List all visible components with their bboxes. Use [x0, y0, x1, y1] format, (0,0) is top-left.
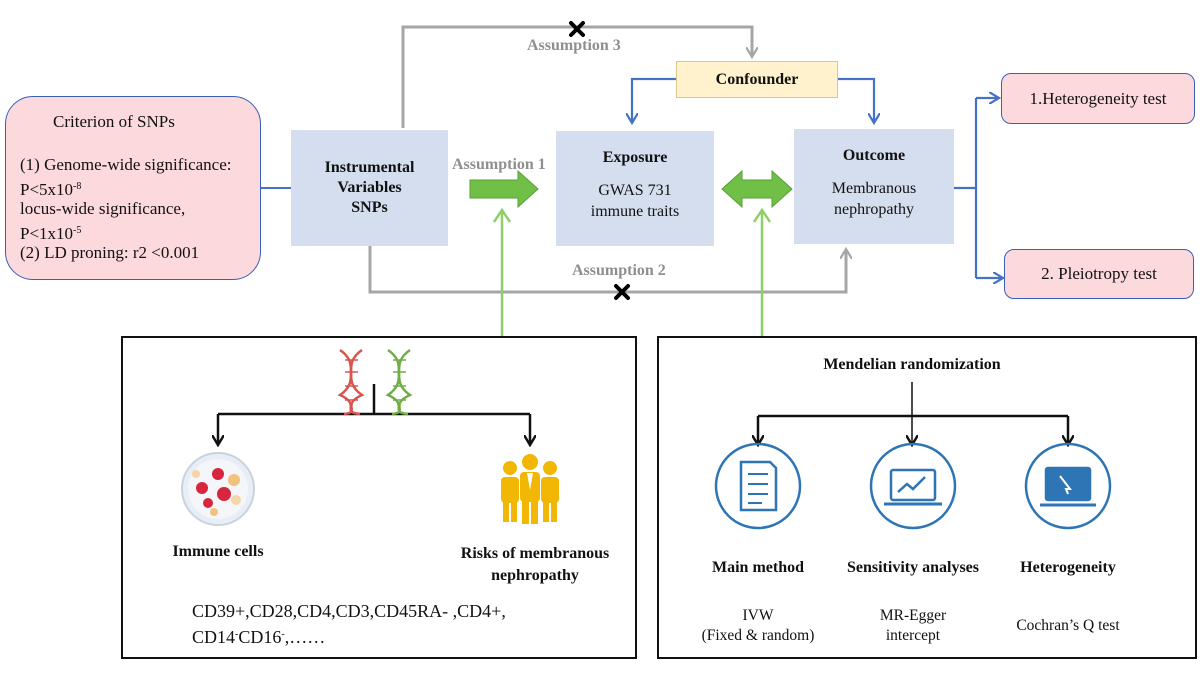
cochran-text: Cochran’s Q test	[1016, 617, 1120, 634]
exposure-title: Exposure	[602, 149, 668, 166]
exposure-line2: immune traits	[590, 203, 680, 220]
criterion-line3: locus-wide significance,	[20, 199, 186, 218]
cd-markers-text: CD39+,CD28,CD4,CD3,CD45RA- ,CD4+, CD14-C…	[192, 601, 506, 647]
assumption2-path	[368, 246, 846, 294]
outcome-box: Outcome Membranous nephropathy	[794, 129, 954, 244]
exposure-line1: GWAS 731	[598, 182, 672, 199]
cross-mark-icon	[614, 284, 630, 300]
heterogeneity-test-box: 1.Heterogeneity test	[1001, 73, 1195, 124]
criterion-title: Criterion of SNPs	[53, 112, 175, 131]
outcome-title: Outcome	[842, 147, 906, 164]
cross-mark-icon	[569, 21, 585, 37]
assumption3-label: Assumption 3	[527, 37, 621, 54]
confounder-to-outcome	[838, 77, 874, 122]
iv-line3: SNPs	[351, 199, 388, 216]
confounder-box: Confounder	[676, 61, 838, 98]
outcome-to-tests	[954, 98, 978, 278]
confounder-label: Confounder	[715, 70, 799, 88]
egger-text: MR-Egger intercept	[879, 607, 947, 644]
exposure-box: Exposure GWAS 731 immune traits	[556, 131, 714, 246]
risks-label: Risks of membranous nephropathy	[460, 545, 610, 584]
mr-panel	[657, 336, 1197, 659]
main-method-label: Main method	[712, 559, 804, 576]
iv-line1: Instrumental	[324, 159, 415, 176]
pleiotropy-test-box: 2. Pleiotropy test	[1004, 249, 1194, 299]
dna-icon	[385, 348, 413, 416]
pleiotropy-test-label: 2. Pleiotropy test	[1041, 264, 1157, 283]
mr-title: Mendelian randomization	[823, 356, 1001, 373]
criterion-line1: (1) Genome-wide significance:	[20, 155, 232, 174]
exposure-outcome-double-arrow	[721, 169, 793, 209]
criterion-line4: P<1x10-5	[20, 224, 82, 243]
ivw-text: IVW (Fixed & random)	[701, 607, 815, 644]
assumption1-arrow	[469, 169, 539, 209]
assumption1-label: Assumption 1	[452, 156, 546, 173]
cells-dish-icon	[181, 452, 255, 526]
people-group-icon	[501, 454, 559, 524]
laptop-cursor-icon	[1024, 442, 1112, 530]
immune-panel	[121, 336, 637, 659]
outcome-line1: Membranous	[831, 180, 917, 197]
criterion-line2: P<5x10-8	[20, 180, 82, 199]
heterogeneity-test-label: 1.Heterogeneity test	[1029, 88, 1167, 108]
sensitivity-label: Sensitivity analyses	[846, 559, 979, 576]
instrumental-variables-box: Instrumental Variables SNPs	[291, 130, 448, 246]
right-connector-head	[752, 207, 772, 223]
dna-icon	[337, 348, 365, 416]
assumption2-label: Assumption 2	[572, 262, 666, 279]
confounder-to-exposure	[632, 77, 676, 122]
left-connector-head	[492, 207, 512, 223]
criterion-box: Criterion of SNPs (1) Genome-wide signif…	[5, 96, 261, 280]
outcome-line2: nephropathy	[834, 201, 914, 218]
heterogeneity-label: Heterogeneity	[1020, 559, 1116, 576]
criterion-line5: (2) LD proning: r2 <0.001	[20, 243, 200, 262]
laptop-chart-icon	[869, 442, 957, 530]
document-icon	[714, 442, 802, 530]
immune-cells-label: Immune cells	[172, 543, 264, 560]
iv-line2: Variables	[337, 179, 402, 196]
